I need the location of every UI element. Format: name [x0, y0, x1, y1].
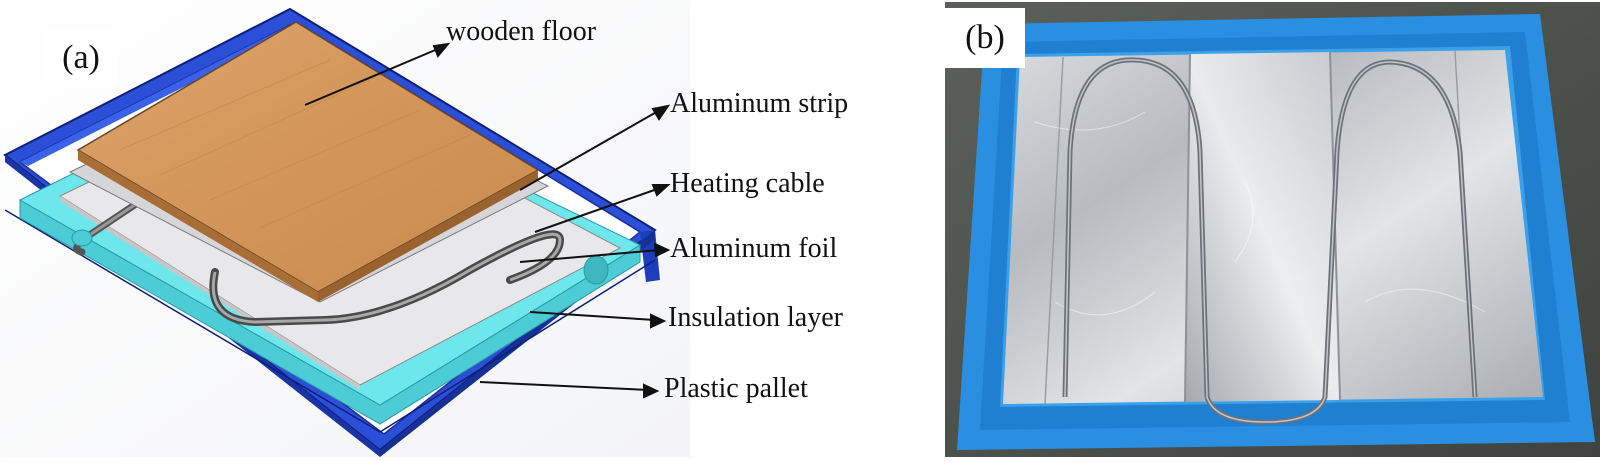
- label-heating-cable: Heating cable: [670, 168, 825, 199]
- panel-b-photo: (b): [945, 2, 1600, 457]
- panel-b-tag: (b): [945, 8, 1025, 68]
- foil-insert: [1003, 50, 1543, 405]
- panel-a-tag: (a): [45, 30, 117, 86]
- callout-arrows: [304, 42, 671, 399]
- wooden-floor: [76, 21, 540, 302]
- label-insulation-layer: Insulation layer: [668, 302, 843, 333]
- label-aluminum-foil: Aluminum foil: [670, 233, 838, 264]
- panel-a-diagram: (a) wooden floor Aluminum strip Heating …: [0, 0, 849, 457]
- label-wooden-floor: wooden floor: [446, 16, 597, 47]
- prototype-photo: [945, 2, 1600, 457]
- label-plastic-pallet: Plastic pallet: [664, 373, 808, 404]
- label-aluminum-strip: Aluminum strip: [670, 88, 849, 119]
- floor-heating-diagram: [0, 0, 690, 457]
